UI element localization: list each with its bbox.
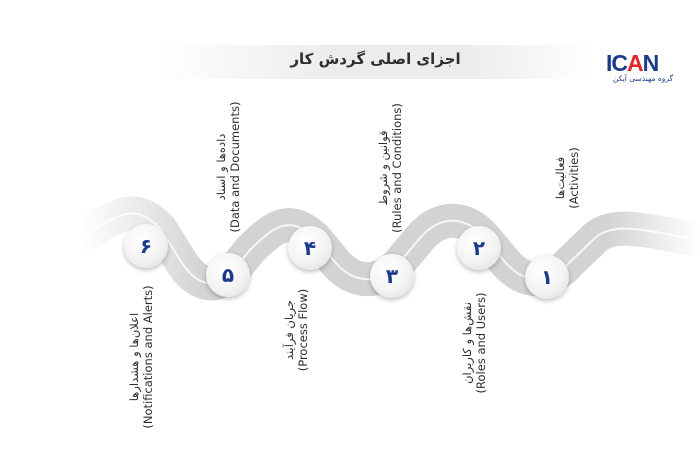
- title-bar: [157, 45, 594, 79]
- step-3-label-fa: قوانین و شروط: [376, 130, 390, 206]
- step-5-label: داده‌ها و اسناد (Data and Documents): [214, 82, 246, 252]
- step-5-number: ۵: [221, 263, 235, 287]
- step-4-label-fa: جریان فرآیند: [282, 300, 296, 361]
- step-1-circle: [525, 255, 569, 299]
- step-3-circle: [370, 254, 414, 298]
- step-6-number: ۶: [139, 234, 153, 258]
- logo-wordmark: ICAN: [606, 50, 659, 76]
- step-1-number: ۱: [540, 265, 554, 289]
- step-4-number: ۴: [303, 236, 317, 260]
- step-2-label-en: (Roles and Users): [474, 292, 488, 394]
- step-6-label-en: (Notifications and Alerts): [141, 285, 155, 429]
- page-title: اجزای اصلی گردش کار: [290, 50, 461, 68]
- logo-subtitle: گروه مهندسی آیکن: [612, 74, 674, 83]
- step-5-label-fa: داده‌ها و اسناد: [214, 133, 228, 201]
- step-3-label: قوانین و شروط (Rules and Conditions): [376, 83, 408, 253]
- step-2-label-fa: نقش‌ها و کاربران: [460, 302, 474, 384]
- step-1-label-en: (Activities): [567, 147, 581, 209]
- step-3-number: ۳: [385, 264, 399, 288]
- step-6-label-fa: اعلان‌ها و هشدارها: [127, 312, 141, 402]
- step-4-label: جریان فرآیند (Process Flow): [282, 275, 314, 385]
- step-1-label-fa: فعالیت‌ها: [553, 156, 567, 200]
- step-4-label-en: (Process Flow): [296, 288, 310, 372]
- step-2-label: نقش‌ها و کاربران (Roles and Users): [460, 263, 492, 423]
- step-3-label-en: (Rules and Conditions): [390, 103, 404, 233]
- step-1-label: فعالیت‌ها (Activities): [553, 103, 585, 253]
- step-5-label-en: (Data and Documents): [228, 101, 242, 233]
- step-4-circle: [288, 226, 332, 270]
- step-2-circle: [457, 226, 501, 270]
- step-6-label: اعلان‌ها و هشدارها (Notifications and Al…: [127, 257, 159, 457]
- step-5-circle: [206, 253, 250, 297]
- step-6-circle: [124, 224, 168, 268]
- step-2-number: ۲: [472, 236, 486, 260]
- ican-logo: ICAN گروه مهندسی آیکن: [606, 50, 686, 90]
